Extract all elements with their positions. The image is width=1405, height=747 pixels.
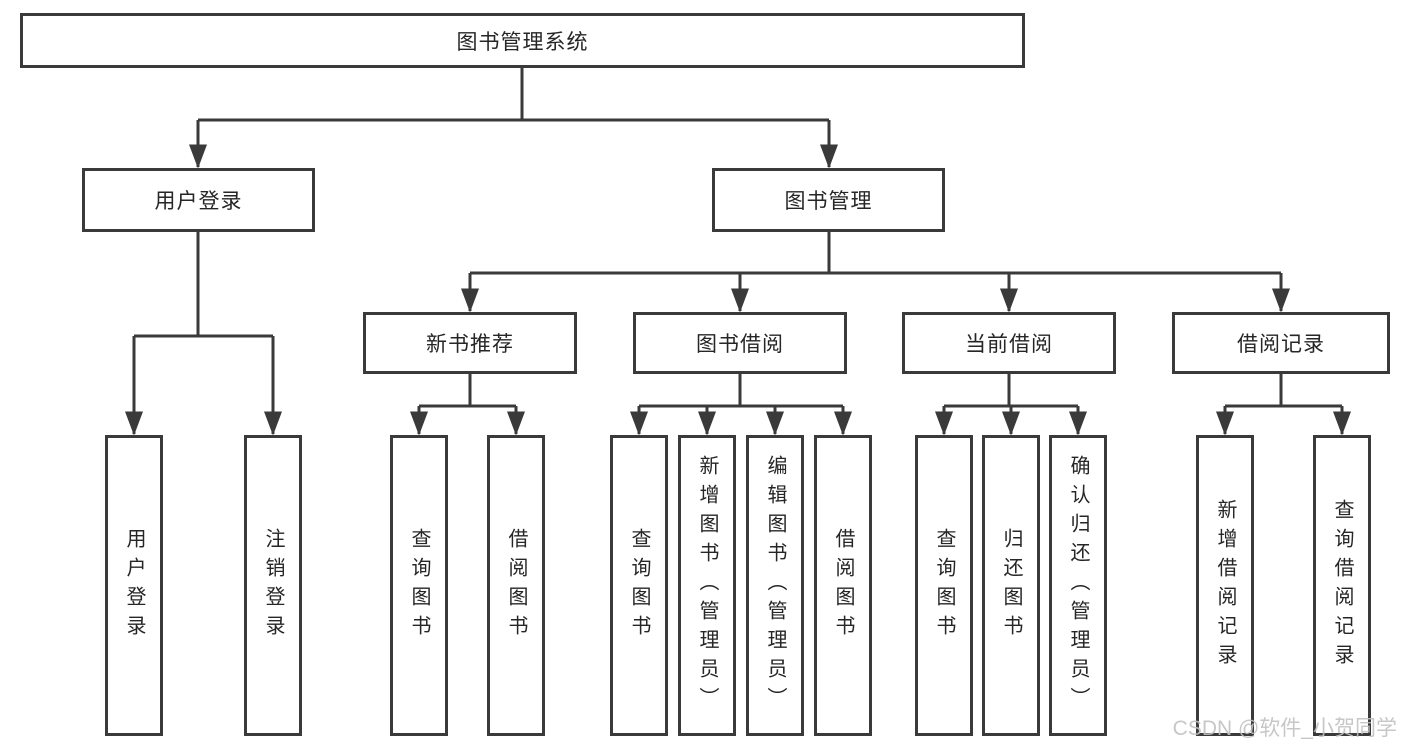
node-new-book-rec: 新书推荐: [363, 312, 577, 374]
node-label: 借阅图书: [505, 527, 527, 644]
node-nbr-borrow-book: 借阅图书: [487, 435, 545, 736]
node-root: 图书管理系统: [20, 13, 1025, 68]
node-book-borrow: 图书借阅: [633, 312, 847, 374]
node-cb-return-book: 归还图书: [982, 435, 1040, 736]
node-cb-confirm-return-admin: 确认归还（管理员）: [1049, 435, 1107, 736]
node-bb-borrow-book: 借阅图书: [814, 435, 872, 736]
node-label: 图书管理: [784, 190, 873, 213]
node-user-login: 用户登录: [82, 168, 315, 232]
node-user-login-leaf: 用户登录: [105, 435, 163, 736]
node-label: 图书管理系统: [456, 30, 589, 54]
node-label: 图书借阅: [696, 333, 784, 356]
node-label: 用户登录: [123, 527, 145, 644]
node-current-borrow: 当前借阅: [902, 312, 1116, 374]
node-label: 查询图书: [933, 527, 955, 644]
node-cb-query-book: 查询图书: [915, 435, 973, 736]
node-bb-add-book-admin: 新增图书（管理员）: [678, 435, 736, 736]
node-label: 用户登录: [154, 190, 243, 213]
node-label: 新书推荐: [426, 333, 514, 356]
node-label: 编辑图书（管理员）: [764, 455, 786, 716]
node-logout-leaf: 注销登录: [244, 435, 302, 736]
node-br-query-record: 查询借阅记录: [1313, 435, 1371, 736]
node-label: 查询图书: [628, 527, 650, 644]
node-label: 查询借阅记录: [1331, 498, 1353, 673]
node-label: 确认归还（管理员）: [1067, 455, 1089, 716]
csdn-watermark: CSDN @软件_小贺同学: [1172, 717, 1397, 740]
node-borrow-records: 借阅记录: [1172, 312, 1390, 374]
node-label: 新增借阅记录: [1214, 498, 1236, 673]
node-label: 当前借阅: [965, 333, 1053, 356]
node-bb-query-book: 查询图书: [610, 435, 668, 736]
node-label: 借阅图书: [832, 527, 854, 644]
node-label: 借阅记录: [1237, 333, 1325, 356]
node-label: 查询图书: [408, 527, 430, 644]
node-bb-edit-book-admin: 编辑图书（管理员）: [746, 435, 804, 736]
node-nbr-query-book: 查询图书: [390, 435, 448, 736]
node-label: 归还图书: [1000, 527, 1022, 644]
node-label: 注销登录: [262, 527, 284, 644]
node-book-mgmt: 图书管理: [712, 168, 945, 232]
node-br-add-record: 新增借阅记录: [1196, 435, 1254, 736]
node-label: 新增图书（管理员）: [696, 455, 718, 716]
